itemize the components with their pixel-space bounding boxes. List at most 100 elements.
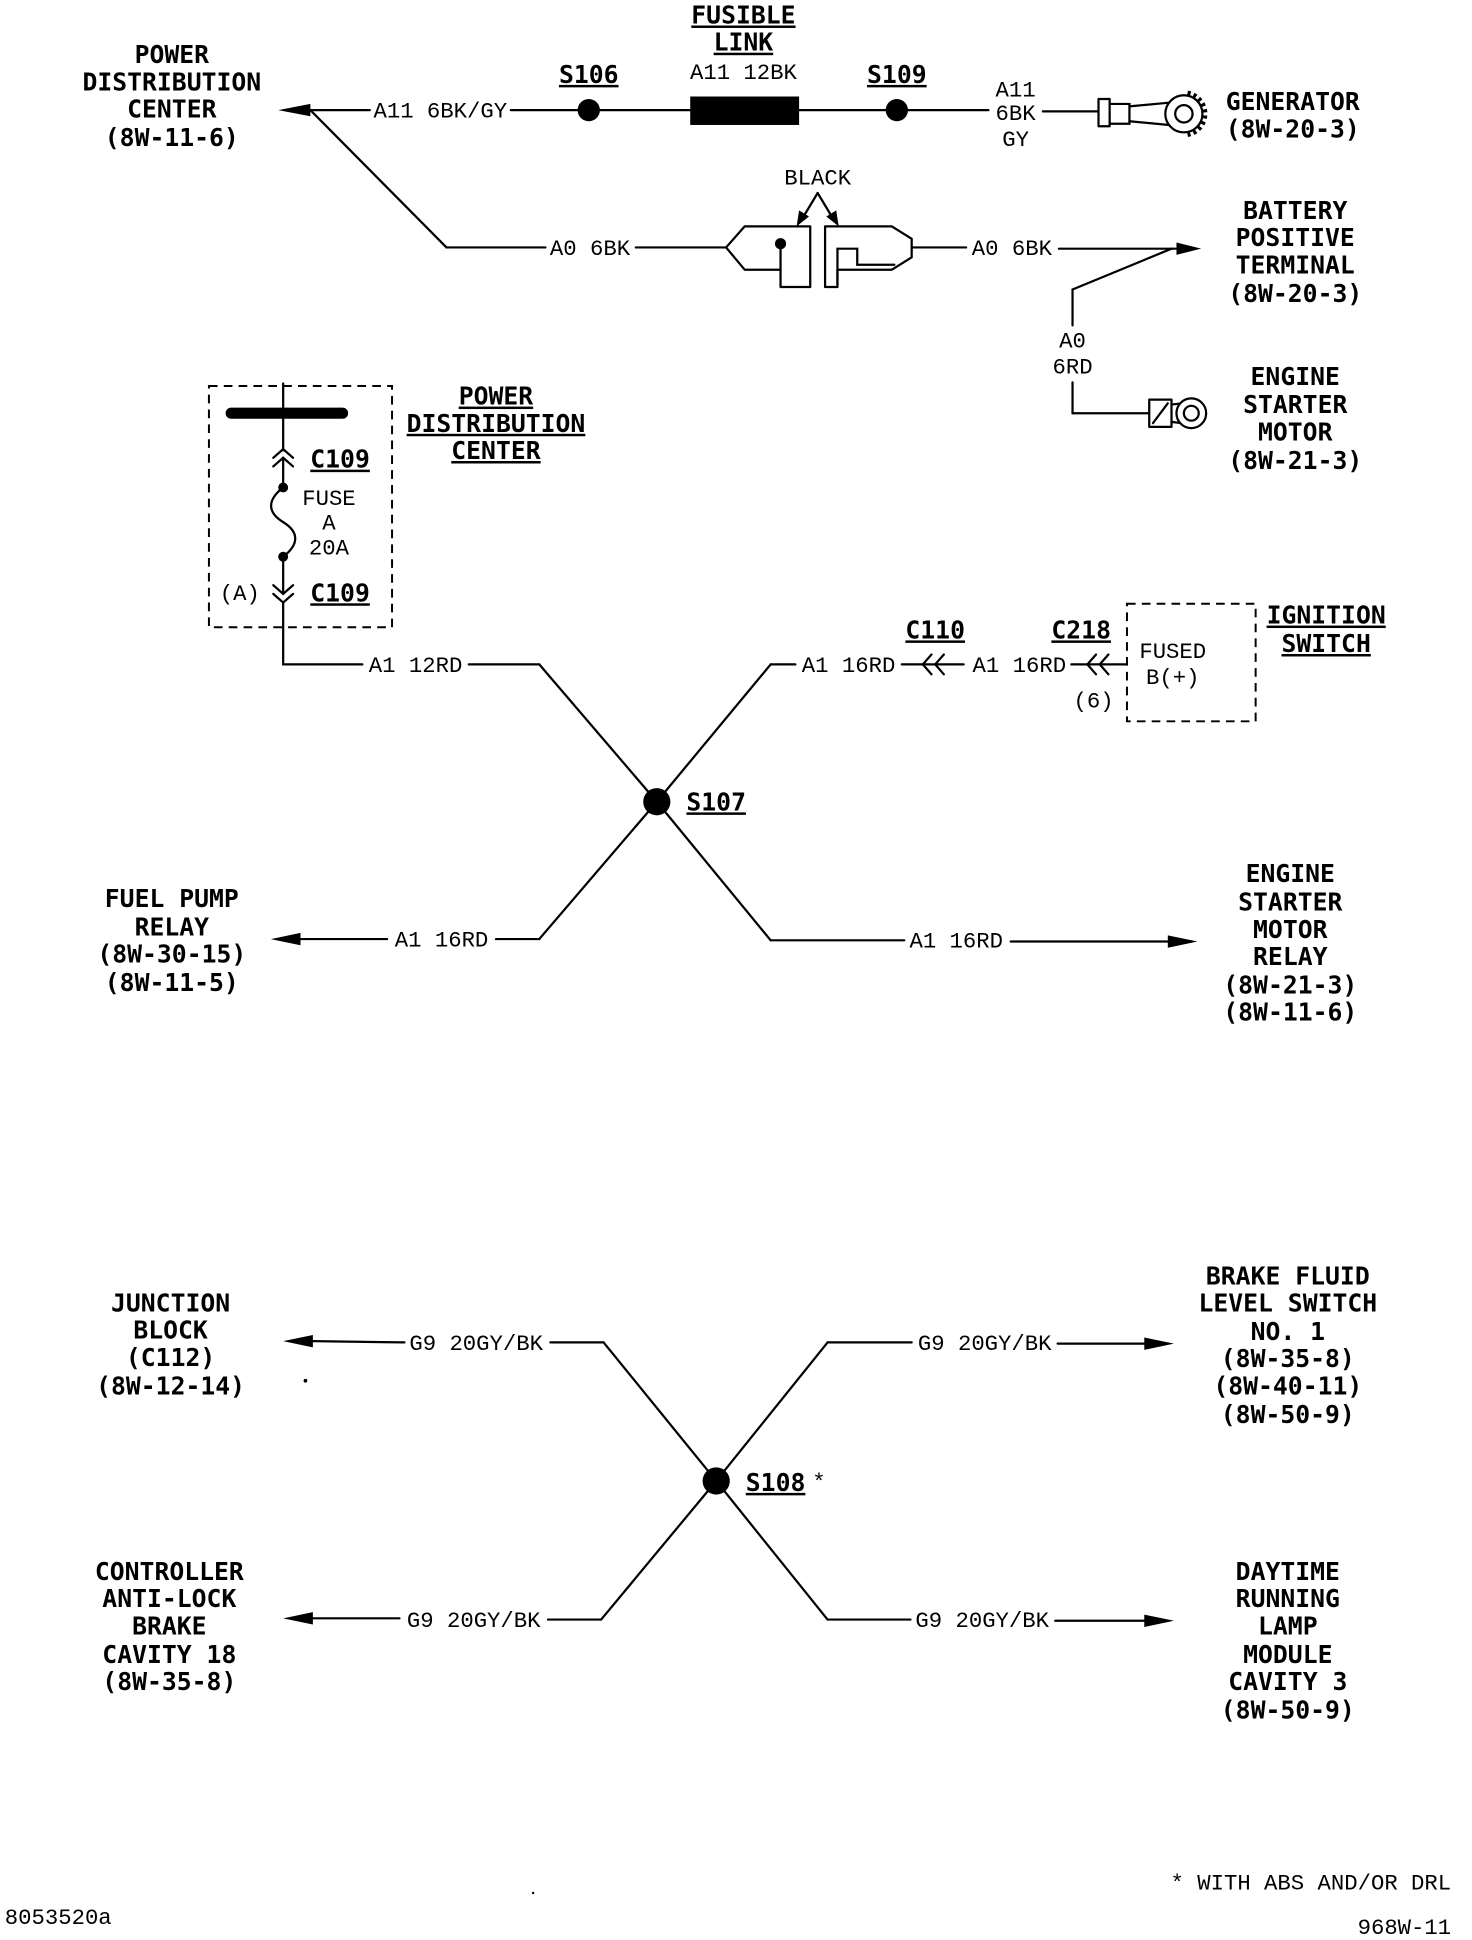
pointer-arrow-icon [826, 210, 839, 227]
black-connector-icon [724, 225, 913, 289]
battery-label: TERMINAL [1236, 250, 1355, 279]
battery-label: POSITIVE [1236, 223, 1355, 252]
pdc-label-line: POWER [135, 40, 210, 69]
wire-a0-starter-label: A0 [1059, 329, 1086, 355]
stray-mark [303, 1378, 308, 1383]
starter-relay-label: STARTER [1238, 888, 1342, 917]
splice-s108-note-mark: * [812, 1469, 825, 1495]
fuse-rating: 20A [309, 535, 350, 561]
fuel-pump-relay-label: FUEL PUMP [105, 884, 239, 913]
controller-cavity: CAVITY 18 [102, 1640, 236, 1669]
ignition-switch-box [1125, 602, 1257, 723]
battery-arrow-icon [1176, 242, 1202, 255]
splice-s108-label: S108 [746, 1468, 806, 1497]
wire-segment [602, 1341, 718, 1483]
connector-color-label: BLACK [784, 165, 851, 191]
middle-section: POWER DISTRIBUTION CENTER C109 FUSE A 20… [97, 382, 1385, 1027]
fuel-pump-relay-label: RELAY [135, 912, 210, 941]
junction-block-page-ref: (8W-12-14) [96, 1371, 245, 1400]
controller-page-ref: (8W-35-8) [102, 1667, 236, 1696]
wire-segment [600, 1479, 718, 1621]
brake-fluid-switch-label: LEVEL SWITCH [1198, 1288, 1377, 1317]
wire-a1-label: A1 16RD [909, 929, 1003, 955]
wire-a11-stack-label: 6BK [996, 101, 1037, 127]
terminal-slash [1151, 402, 1169, 425]
generator-label: GENERATOR [1226, 87, 1360, 116]
fuel-pump-relay-page-ref: (8W-11-5) [105, 968, 239, 997]
junction-block-label: JUNCTION [111, 1288, 230, 1317]
wire-a1-label: A1 16RD [973, 653, 1067, 679]
wire-segment [655, 663, 772, 803]
junction-block-connector: (C112) [126, 1343, 215, 1372]
wire-a11-label: A11 6BK/GY [373, 99, 507, 125]
wire-a0-starter-label: 6RD [1052, 355, 1092, 381]
brake-fluid-arrow-icon [1144, 1337, 1174, 1350]
wire-a0-label: A0 6BK [972, 236, 1053, 262]
controller-label: BRAKE [132, 1611, 206, 1640]
wire-g9-label: G9 20GY/BK [918, 1331, 1052, 1357]
battery-page-ref: (8W-20-3) [1228, 279, 1362, 308]
wire-segment [1071, 247, 1173, 291]
starter-motor-label: MOTOR [1258, 417, 1333, 446]
ignition-switch-label: SWITCH [1281, 629, 1370, 658]
fuel-pump-relay-page-ref: (8W-30-15) [97, 940, 246, 969]
wire-segment [715, 1341, 829, 1483]
wire-a1-label: A1 16RD [802, 653, 896, 679]
cavity-label: (6) [1074, 689, 1114, 715]
fuel-pump-arrow-icon [270, 932, 301, 946]
terminal-neck [1128, 101, 1171, 127]
bottom-section: JUNCTION BLOCK (C112) (8W-12-14) G9 20GY… [95, 1261, 1377, 1724]
wire-g9-label: G9 20GY/BK [407, 1608, 541, 1634]
battery-label: BATTERY [1243, 196, 1347, 225]
pdc-label-line: DISTRIBUTION [82, 67, 261, 96]
controller-label: CONTROLLER [95, 1557, 244, 1586]
starter-relay-label: ENGINE [1246, 859, 1335, 888]
junction-block-arrow-icon [283, 1334, 313, 1348]
terminal-barrel [1108, 102, 1131, 125]
starter-motor-label: ENGINE [1251, 362, 1340, 391]
fuse-label: A [322, 511, 336, 537]
top-section: POWER DISTRIBUTION CENTER (8W-11-6) FUSI… [82, 1, 1362, 475]
connector-c218-label: C218 [1051, 615, 1111, 644]
fuse-label: FUSE [302, 486, 355, 512]
starter-motor-label: STARTER [1243, 390, 1347, 419]
pdc-page-ref: (8W-11-6) [105, 123, 239, 152]
wire-g9-label: G9 20GY/BK [915, 1608, 1049, 1634]
fusible-link-wire-label: A11 12BK [690, 60, 798, 86]
brake-fluid-switch-label: BRAKE FLUID [1206, 1261, 1370, 1290]
footer: * WITH ABS AND/OR DRL 8053520a 968W-11 [5, 1870, 1451, 1940]
wire-a11-stack-label: GY [1002, 127, 1029, 153]
page-reference: 968W-11 [1358, 1915, 1452, 1940]
cavity-label: (A) [220, 581, 260, 607]
wire-segment [309, 109, 448, 249]
drl-module-label: MODULE [1243, 1640, 1332, 1669]
generator-page-ref: (8W-20-3) [1226, 114, 1360, 143]
wire-a1-label: A1 12RD [369, 653, 463, 679]
starter-relay-label: RELAY [1253, 942, 1328, 971]
junction-block-label: BLOCK [133, 1316, 208, 1345]
pdc-box-label: CENTER [451, 436, 540, 465]
pdc-label-line: CENTER [127, 95, 216, 124]
splice-s109-dot [885, 98, 908, 122]
brake-fluid-switch-page-ref: (8W-35-8) [1221, 1344, 1355, 1373]
wire-segment [538, 800, 658, 941]
starter-relay-page-ref: (8W-11-6) [1223, 998, 1357, 1027]
wire-a1-label: A1 16RD [395, 927, 489, 953]
drl-module-cavity: CAVITY 3 [1228, 1667, 1347, 1696]
fuse-icon [270, 486, 297, 558]
splice-s107-label: S107 [686, 787, 746, 816]
drl-arrow-icon [1144, 1614, 1174, 1627]
pdc-arrow-icon [278, 103, 311, 117]
splice-s106-dot [577, 98, 600, 122]
terminal-eyelet [1174, 104, 1194, 124]
drl-module-page-ref: (8W-50-9) [1221, 1696, 1355, 1725]
controller-label: ANTI-LOCK [102, 1584, 236, 1613]
starter-relay-arrow-icon [1167, 935, 1198, 948]
pdc-box-label: POWER [459, 382, 534, 411]
connector-socket-line [836, 247, 896, 286]
pointer-line [801, 191, 819, 219]
starter-terminal-icon [1148, 397, 1208, 430]
terminal-eyelet [1182, 404, 1200, 422]
connector-c109-label: C109 [310, 445, 370, 474]
